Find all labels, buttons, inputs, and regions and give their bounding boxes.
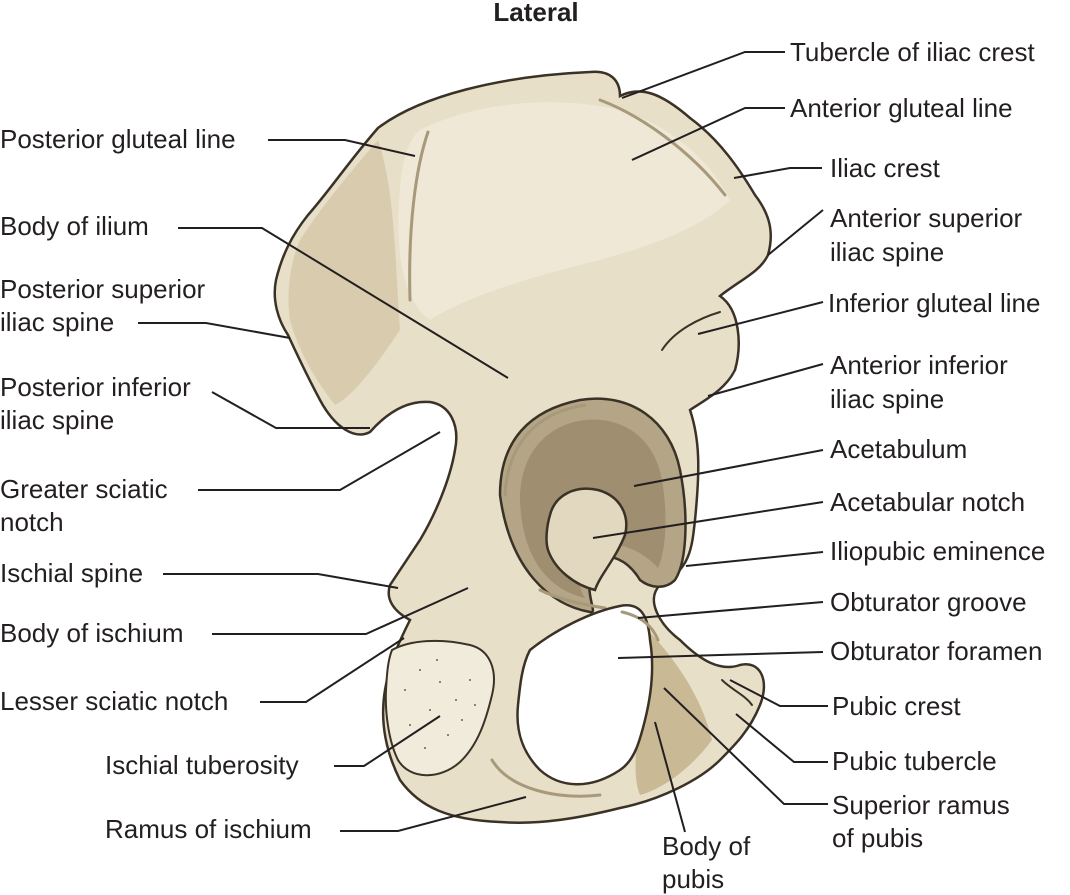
label-superior-ramus-line1: Superior ramus	[832, 790, 1010, 820]
label-body-ilium: Body of ilium	[0, 211, 149, 241]
hip-bone-illustration	[275, 72, 771, 823]
label-obturator-foramen: Obturator foramen	[830, 636, 1042, 666]
label-psis-line1: Posterior superior	[0, 274, 206, 304]
label-ischial-tuberosity: Ischial tuberosity	[105, 750, 299, 780]
leader-obturator-groove	[638, 602, 823, 618]
label-obturator-groove: Obturator groove	[830, 587, 1027, 617]
leader-greater-sciatic-notch	[198, 432, 440, 490]
leader-psis	[138, 323, 290, 338]
label-aiis-line2: iliac spine	[830, 384, 944, 414]
label-acetabular-notch: Acetabular notch	[830, 487, 1025, 517]
label-aiis-line1: Anterior inferior	[830, 350, 1008, 380]
diagram-title: Lateral	[493, 0, 578, 27]
leader-iliac-crest	[734, 168, 822, 178]
left-labels: Posterior gluteal line Body of ilium Pos…	[0, 124, 312, 844]
label-piis-line2: iliac spine	[0, 405, 114, 435]
label-inferior-gluteal-line: Inferior gluteal line	[828, 288, 1040, 318]
label-greater-sciatic-line2: notch	[0, 507, 64, 537]
label-asis-line1: Anterior superior	[830, 203, 1023, 233]
leader-iliopubic-eminence	[686, 552, 823, 566]
label-psis-line2: iliac spine	[0, 307, 114, 337]
label-body-pubis-line2: pubis	[662, 864, 724, 894]
leader-ischial-spine	[163, 574, 398, 588]
label-iliopubic-eminence: Iliopubic eminence	[830, 536, 1045, 566]
label-acetabulum: Acetabulum	[830, 434, 967, 464]
label-asis-line2: iliac spine	[830, 237, 944, 267]
leader-asis	[768, 210, 823, 255]
label-iliac-crest: Iliac crest	[830, 153, 941, 183]
label-lesser-sciatic-notch: Lesser sciatic notch	[0, 686, 228, 716]
label-ischial-spine: Ischial spine	[0, 558, 143, 588]
label-body-pubis-line1: Body of	[662, 831, 751, 861]
label-tubercle-iliac-crest: Tubercle of iliac crest	[790, 37, 1035, 67]
label-pubic-tubercle: Pubic tubercle	[832, 746, 997, 776]
label-piis-line1: Posterior inferior	[0, 372, 191, 402]
label-greater-sciatic-line1: Greater sciatic	[0, 474, 168, 504]
label-posterior-gluteal-line: Posterior gluteal line	[0, 124, 236, 154]
label-anterior-gluteal-line: Anterior gluteal line	[790, 93, 1013, 123]
label-pubic-crest: Pubic crest	[832, 691, 961, 721]
label-superior-ramus-line2: of pubis	[832, 823, 923, 853]
label-ramus-ischium: Ramus of ischium	[105, 814, 312, 844]
leader-lesser-sciatic-notch	[260, 638, 404, 702]
label-body-ischium: Body of ischium	[0, 618, 184, 648]
